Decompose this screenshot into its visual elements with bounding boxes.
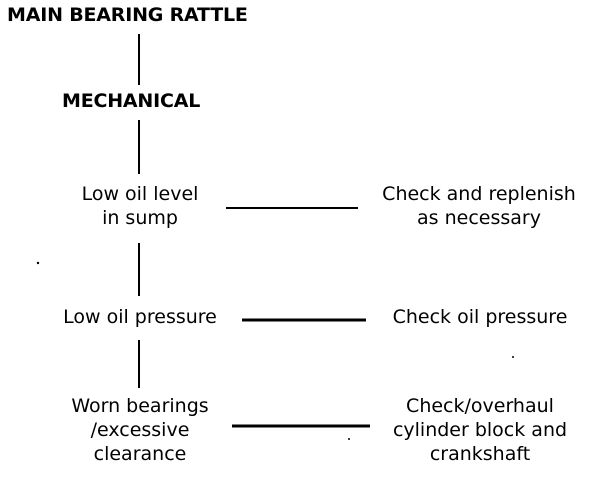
action-node-3: Check/overhaul cylinder block and cranks… [370, 395, 590, 466]
cause-node-3: Worn bearings /excessive clearance [50, 395, 230, 466]
cause-text: clearance [93, 442, 187, 465]
scan-speck [36, 261, 40, 265]
action-text: as necessary [417, 206, 541, 229]
cause-text: Worn bearings [71, 395, 209, 417]
scan-speck [348, 438, 350, 440]
cause-text: in sump [102, 206, 178, 229]
category-label: MECHANICAL [62, 90, 201, 112]
action-text: Check oil pressure [392, 306, 568, 328]
action-text: Check and replenish [382, 183, 576, 205]
cause-node-1: Low oil level in sump [50, 183, 230, 231]
diagram-title: MAIN BEARING RATTLE [7, 4, 248, 26]
scan-speck [512, 356, 514, 358]
action-text: crankshaft [429, 442, 531, 465]
cause-text: /excessive [90, 418, 190, 441]
action-text: Check/overhaul [406, 395, 554, 417]
cause-node-2: Low oil pressure [40, 306, 240, 330]
action-text: cylinder block and [392, 418, 568, 441]
action-node-1: Check and replenish as necessary [356, 183, 602, 231]
action-node-2: Check oil pressure [370, 306, 590, 330]
cause-text: Low oil pressure [63, 306, 217, 328]
cause-text: Low oil level [81, 183, 199, 205]
